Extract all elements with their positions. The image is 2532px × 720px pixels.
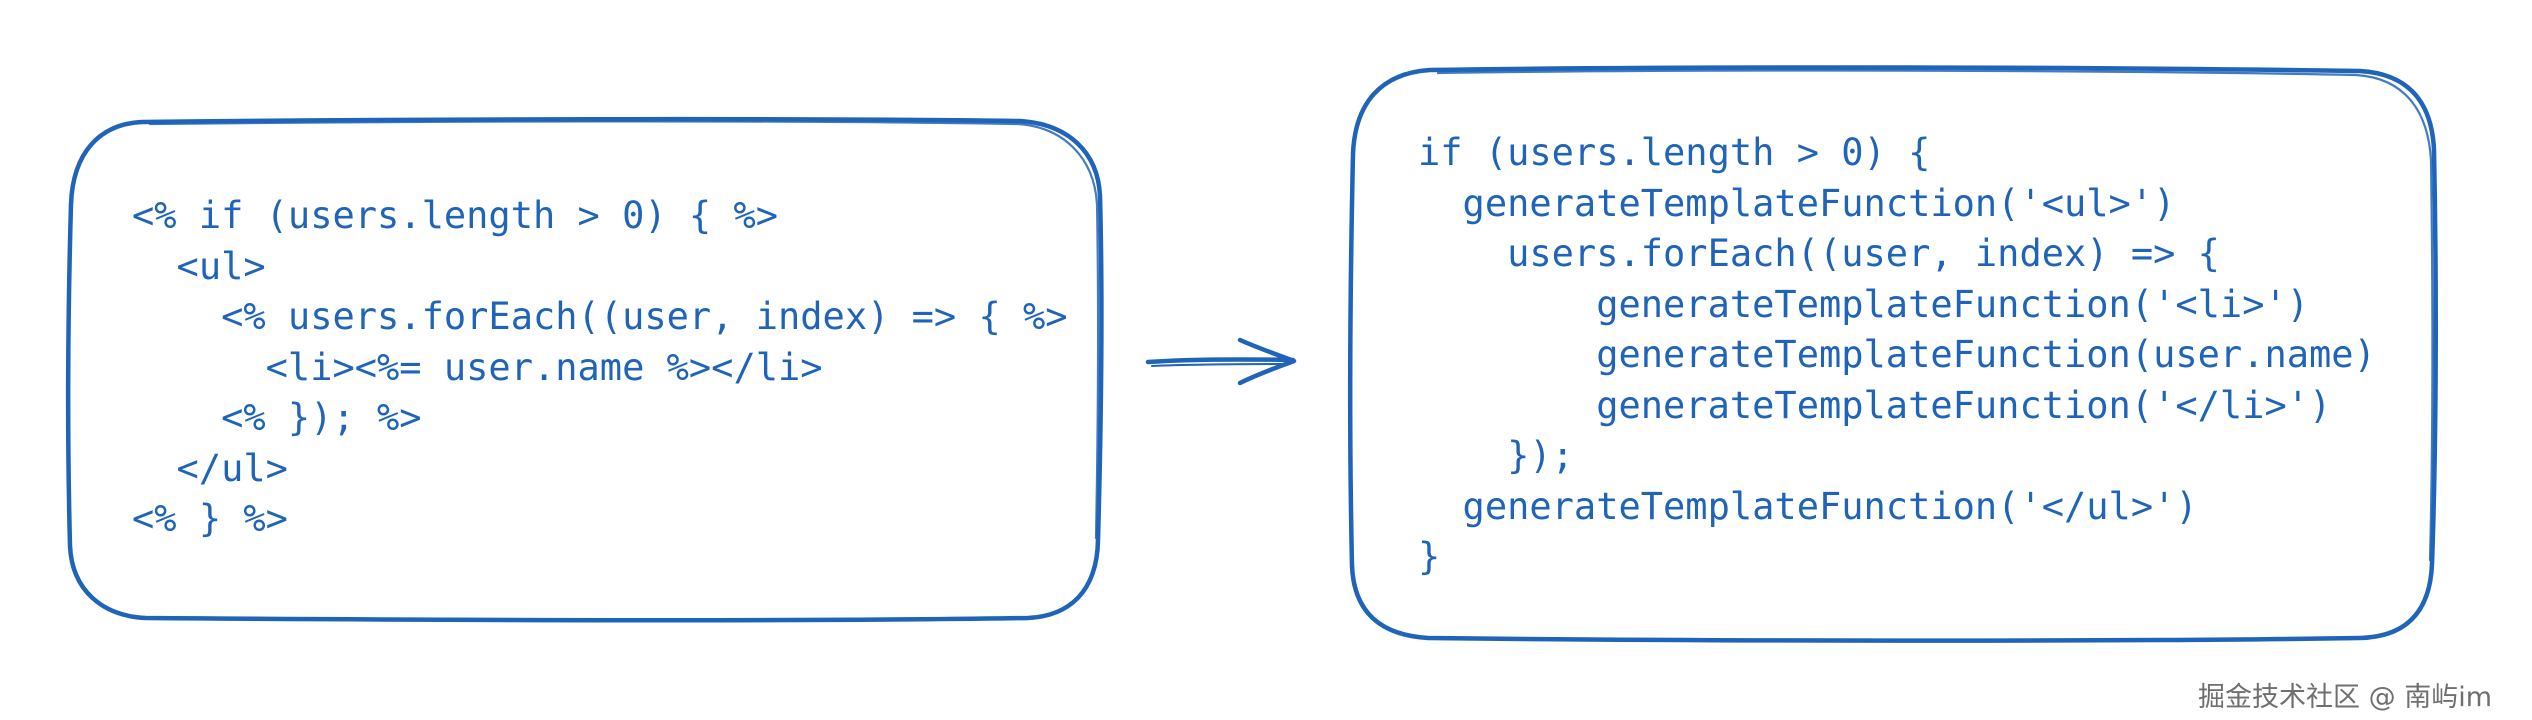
code-line: <li><%= user.name %></li> — [132, 345, 823, 389]
code-line: if (users.length > 0) { — [1418, 131, 1931, 174]
code-line: <ul> — [132, 244, 266, 288]
arrow-right-icon — [1145, 337, 1297, 386]
code-line: generateTemplateFunction(user.name) — [1418, 333, 2376, 376]
compiled-code-box: if (users.length > 0) { generateTemplate… — [1352, 70, 2432, 638]
left-box-outline — [65, 116, 1104, 623]
code-line: generateTemplateFunction('<ul>') — [1418, 181, 2176, 225]
code-line: users.forEach((user, index) => { — [1418, 232, 2220, 275]
code-line: generateTemplateFunction('<li>') — [1418, 282, 2310, 326]
code-line: <% } %> — [132, 497, 288, 540]
code-line: </ul> — [132, 446, 288, 490]
code-line: <% }); %> — [132, 396, 422, 439]
code-line: <% users.forEach((user, index) => { %> — [132, 295, 1068, 338]
code-line: generateTemplateFunction('</ul>') — [1418, 484, 2198, 528]
code-line: }); — [1418, 434, 1574, 477]
right-box-outline — [1347, 65, 2438, 643]
compiled-code: if (users.length > 0) { generateTemplate… — [1418, 128, 2376, 583]
template-code: <% if (users.length > 0) { %> <ul> <% us… — [132, 191, 1068, 545]
watermark: 掘金技术社区 @ 南屿im — [2198, 682, 2492, 713]
code-line: <% if (users.length > 0) { %> — [132, 194, 779, 237]
code-line: } — [1418, 535, 1441, 578]
arrow-right-icon-stroke2 — [1151, 363, 1291, 367]
right-box-outline-stroke2 — [1436, 69, 2434, 562]
code-line: generateTemplateFunction('</li>') — [1418, 383, 2332, 427]
template-code-box: <% if (users.length > 0) { %> <ul> <% us… — [70, 122, 1100, 618]
left-box-outline-stroke2 — [148, 120, 1100, 540]
